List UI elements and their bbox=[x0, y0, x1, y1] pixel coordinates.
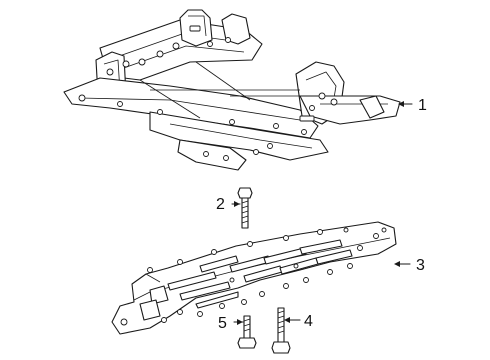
callout-2-number: 2 bbox=[216, 196, 225, 213]
callout-3-number: 3 bbox=[416, 257, 425, 274]
callout-4: 4 bbox=[284, 313, 313, 330]
callout-1: 1 bbox=[398, 97, 427, 114]
bolt-4 bbox=[271, 307, 291, 354]
bolt-2 bbox=[237, 187, 253, 229]
callout-4-number: 4 bbox=[304, 313, 313, 330]
bolt-5 bbox=[237, 315, 257, 349]
callout-5-number: 5 bbox=[218, 315, 227, 332]
callout-5: 5 bbox=[218, 315, 244, 332]
shield-plate bbox=[111, 221, 397, 335]
callout-2: 2 bbox=[216, 196, 241, 213]
callout-3: 3 bbox=[394, 257, 425, 274]
callout-1-number: 1 bbox=[418, 97, 427, 114]
frame-assembly bbox=[63, 9, 401, 171]
